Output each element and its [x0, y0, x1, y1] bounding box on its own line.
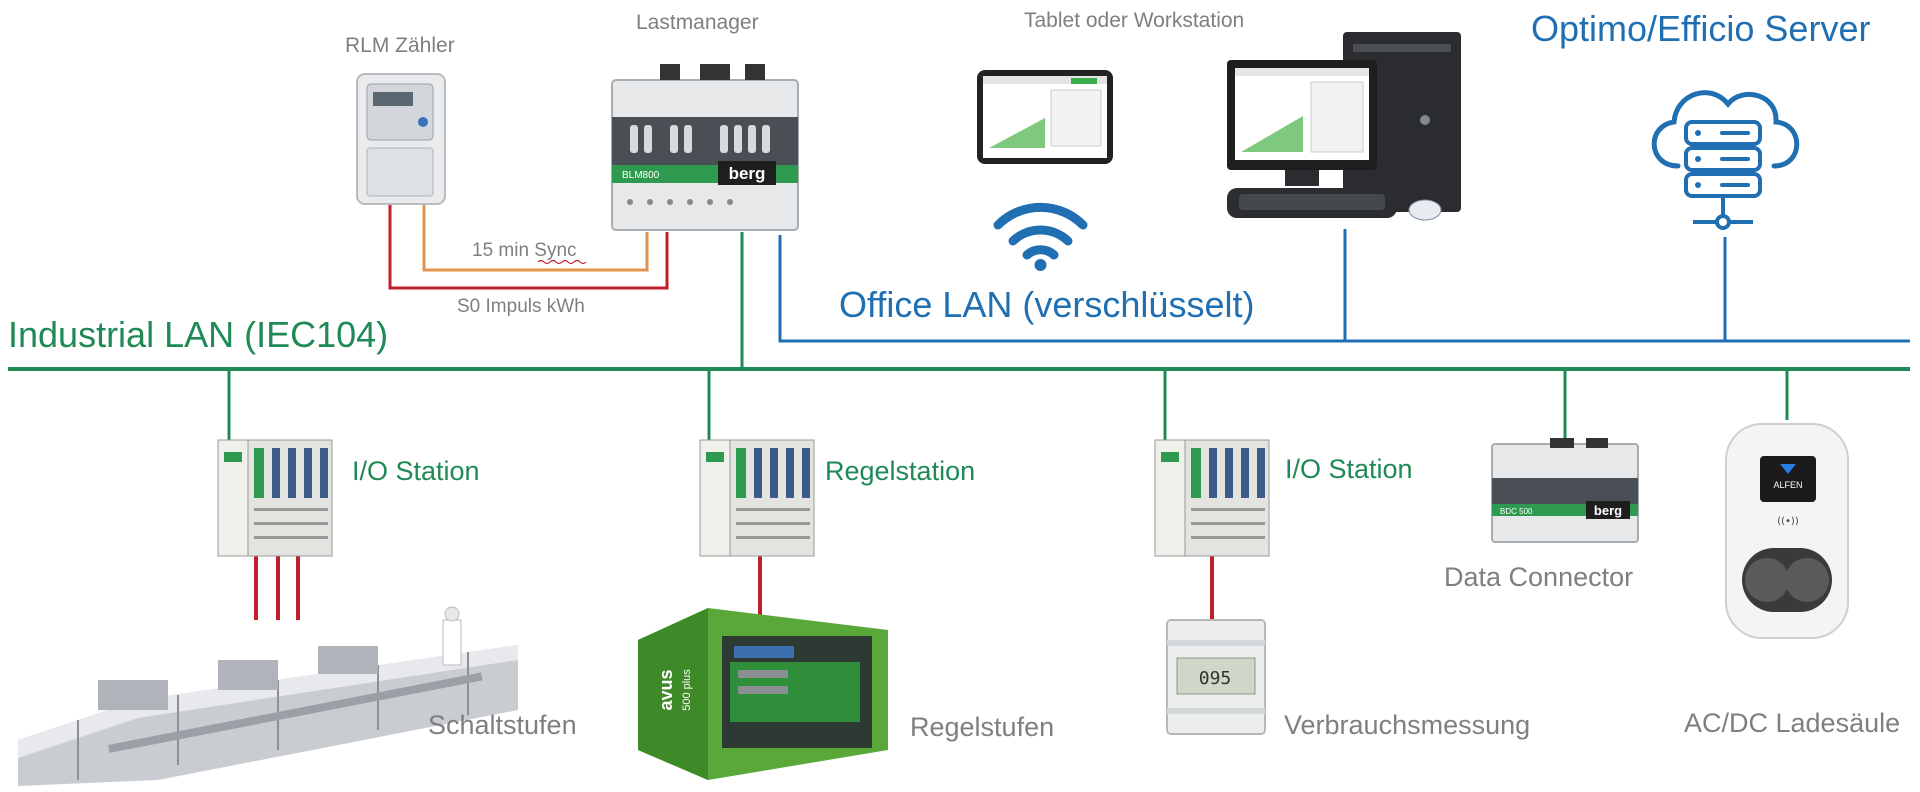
- consumption-label: Verbrauchsmessung: [1284, 710, 1531, 740]
- generator-model-text: 500 plus: [681, 669, 693, 711]
- office-lan-line: [778, 235, 1910, 343]
- cloud-server-icon: [1651, 90, 1800, 230]
- switching-stages-label: Schaltstufen: [428, 710, 577, 740]
- rlm-meter-device: [356, 73, 446, 205]
- sync-wire: [422, 200, 649, 272]
- sync-label: 15 min Sync: [472, 240, 577, 261]
- generator-brand-text: avus: [656, 669, 676, 710]
- io-station-1-label: I/O Station: [352, 456, 480, 486]
- charger-brand-text: ALFEN: [1773, 480, 1802, 490]
- industrial-lan-label: Industrial LAN (IEC104): [8, 314, 389, 355]
- rlm-meter-label: RLM Zähler: [345, 34, 455, 57]
- s0-wire: [388, 200, 669, 290]
- connector-brand-text: berg: [1594, 503, 1622, 518]
- lastmanager-model-text: BLM800: [622, 170, 660, 181]
- connector-model-text: BDC 500: [1500, 507, 1533, 516]
- rfid-icon: ((•)): [1777, 516, 1799, 527]
- s0-label: S0 Impuls kWh: [457, 296, 585, 317]
- io-station-2-label: I/O Station: [1285, 454, 1413, 484]
- energy-meter-image: 095: [1166, 619, 1266, 735]
- data-connector-label: Data Connector: [1444, 562, 1634, 592]
- server-label: Optimo/Efficio Server: [1531, 8, 1871, 49]
- io-station-1-device: [217, 439, 333, 557]
- control-stages-label: Regelstufen: [910, 712, 1055, 742]
- data-connector-device: BDC 500 berg: [1491, 438, 1639, 543]
- tablet-workstation-label: Tablet oder Workstation: [1024, 9, 1245, 32]
- charger-device: ALFEN ((•)): [1725, 423, 1849, 639]
- generator-image: avus 500 plus: [638, 608, 888, 780]
- packaging-machine-image: [18, 606, 518, 786]
- tablet-device: [977, 70, 1113, 164]
- meter-display-text: 095: [1199, 668, 1232, 689]
- lastmanager-brand-text: berg: [729, 164, 766, 183]
- sync-underline: [537, 259, 587, 265]
- wifi-icon: [993, 202, 1088, 271]
- io-station-2-device: [1154, 439, 1270, 557]
- control-station-label: Regelstation: [825, 456, 976, 486]
- lastmanager-device: BLM800 berg: [611, 64, 799, 231]
- load-manager-label: Lastmanager: [636, 11, 759, 34]
- workstation-device: [1227, 32, 1461, 221]
- charger-label: AC/DC Ladesäule: [1684, 708, 1901, 738]
- office-lan-label: Office LAN (verschlüsselt): [839, 284, 1255, 325]
- control-station-device: [699, 439, 815, 557]
